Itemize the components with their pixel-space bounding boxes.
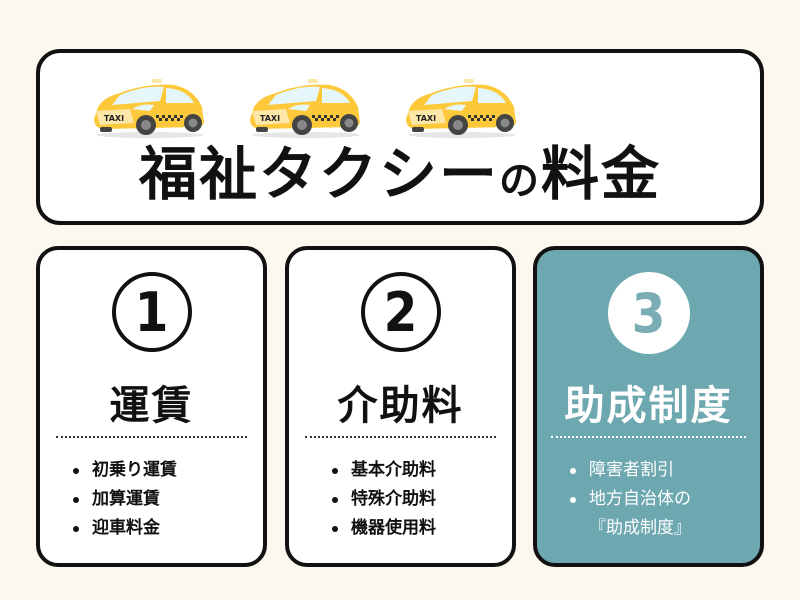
card-title: 介助料 xyxy=(337,383,464,429)
dotted-divider xyxy=(56,436,247,438)
bullet-icon xyxy=(73,497,79,503)
svg-text:TAXI: TAXI xyxy=(260,114,280,123)
taxi-icon: TAXI xyxy=(406,79,516,138)
list-item: 特殊介助料 xyxy=(329,485,436,514)
bullet-icon xyxy=(332,497,338,503)
item-list: 初乗り運賃 加算運賃 迎車料金 xyxy=(70,456,177,543)
list-item: 障害者割引 xyxy=(567,456,691,485)
assistance-fee-card: 2 介助料 基本介助料 特殊介助料 機器使用料 xyxy=(285,246,516,567)
taxi-icon: TAXI xyxy=(94,79,204,138)
list-item: 地方自治体の xyxy=(567,485,691,514)
page-title: 福祉タクシーの料金 xyxy=(40,139,760,216)
list-item: 基本介助料 xyxy=(329,456,436,485)
bullet-icon xyxy=(332,468,338,474)
list-item: 機器使用料 xyxy=(329,514,436,543)
item-list: 障害者割引 地方自治体の 『助成制度』 xyxy=(567,456,691,543)
title-suffix: 料金 xyxy=(541,140,662,208)
list-item: 初乗り運賃 xyxy=(70,456,177,485)
list-item: 迎車料金 xyxy=(70,514,177,543)
title-main: 福祉タクシー xyxy=(138,140,499,208)
item-list: 基本介助料 特殊介助料 機器使用料 xyxy=(329,456,436,543)
card-title: 助成制度 xyxy=(564,383,733,429)
bullet-icon xyxy=(73,526,79,532)
dotted-divider xyxy=(305,436,496,438)
bullet-icon xyxy=(332,526,338,532)
card-title: 運賃 xyxy=(109,383,194,429)
taxi-icon: TAXI xyxy=(250,79,360,138)
title-banner: TAXI TAXI xyxy=(36,49,764,225)
bullet-icon xyxy=(570,468,576,474)
list-item-continuation: 『助成制度』 xyxy=(589,518,691,538)
svg-text:TAXI: TAXI xyxy=(104,114,124,123)
bullet-icon xyxy=(73,468,79,474)
list-item: 加算運賃 xyxy=(70,485,177,514)
fare-card: 1 運賃 初乗り運賃 加算運賃 迎車料金 xyxy=(36,246,267,567)
number-badge: 3 xyxy=(607,272,690,354)
taxi-row: TAXI TAXI xyxy=(90,77,522,139)
subsidy-card: 3 助成制度 障害者割引 地方自治体の 『助成制度』 xyxy=(533,246,764,567)
title-connector: の xyxy=(499,158,541,204)
dotted-divider xyxy=(551,436,746,438)
bullet-icon xyxy=(570,497,576,503)
number-badge: 2 xyxy=(360,272,441,352)
number-badge: 1 xyxy=(111,272,192,352)
svg-text:TAXI: TAXI xyxy=(416,114,436,123)
